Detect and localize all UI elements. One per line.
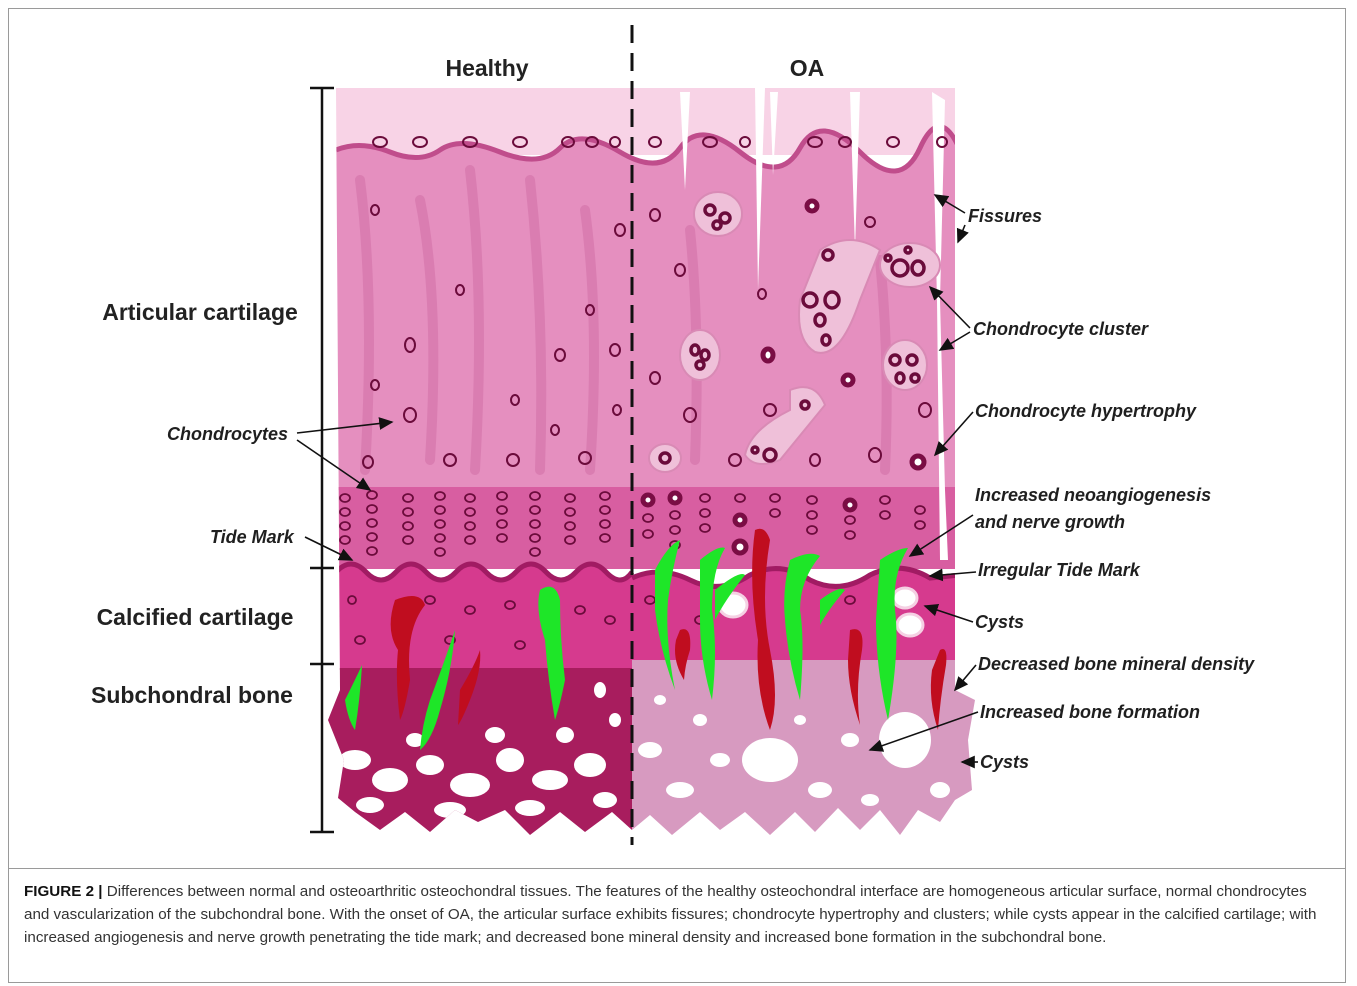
caption-text: Differences between normal and osteoarth… — [24, 883, 1316, 946]
fissures-label: Fissures — [968, 206, 1042, 226]
neoangiogenesis-label-line2: and nerve growth — [975, 512, 1125, 532]
subchondral-bone-label: Subchondral bone — [91, 682, 293, 708]
chondrocyte-hypertrophy-label: Chondrocyte hypertrophy — [975, 401, 1197, 421]
irregular-tide-mark-label: Irregular Tide Mark — [978, 560, 1141, 580]
oa-header: OA — [790, 55, 825, 81]
neoangiogenesis-label-line1: Increased neoangiogenesis — [975, 485, 1211, 505]
healthy-header: Healthy — [445, 55, 528, 81]
figure-caption: FIGURE 2 | Differences between normal an… — [24, 880, 1324, 949]
cysts-bone-label: Cysts — [980, 752, 1029, 772]
decreased-bmd-label: Decreased bone mineral density — [978, 654, 1255, 674]
tissue-block — [320, 85, 1000, 870]
cysts-calcified-label: Cysts — [975, 612, 1024, 632]
osteochondral-diagram: Healthy OA — [0, 0, 1357, 870]
tide-mark-label: Tide Mark — [210, 527, 295, 547]
caption-label: FIGURE 2 | — [24, 883, 103, 900]
chondrocytes-label: Chondrocytes — [167, 424, 288, 444]
calcified-cartilage-label: Calcified cartilage — [97, 604, 294, 630]
caption-divider — [9, 868, 1345, 869]
chondrocyte-cluster-label: Chondrocyte cluster — [973, 319, 1149, 339]
increased-bone-formation-label: Increased bone formation — [980, 702, 1200, 722]
articular-cartilage-label: Articular cartilage — [102, 299, 298, 325]
